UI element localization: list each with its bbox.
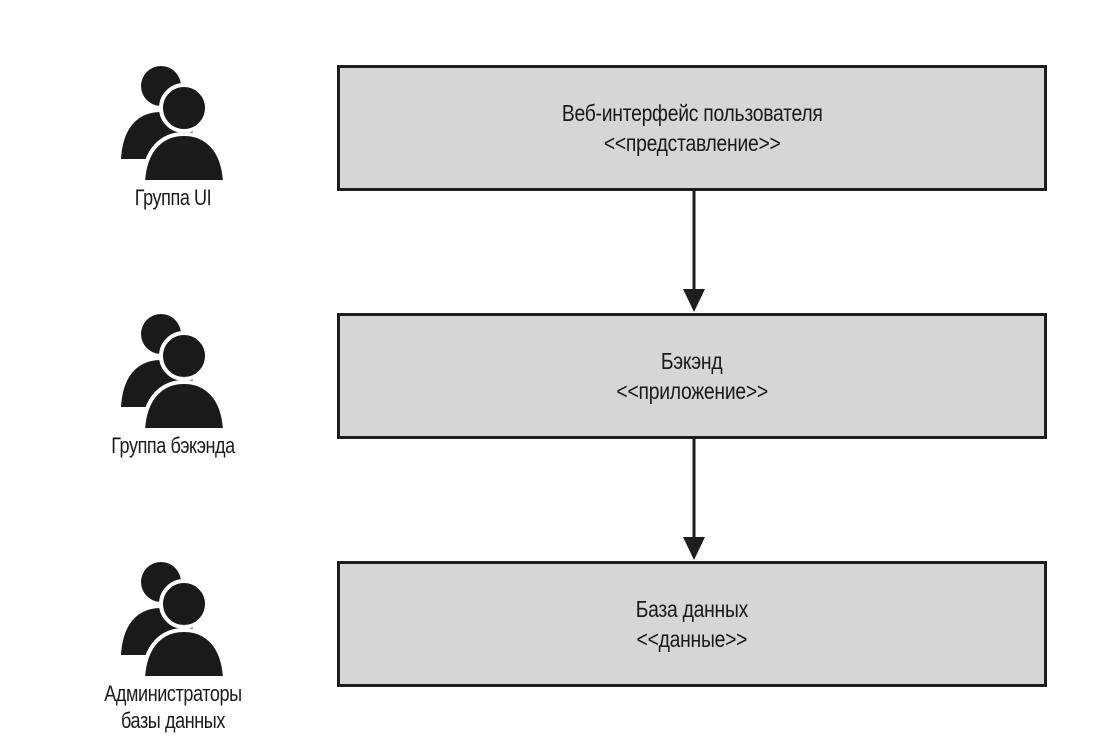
team-backend: Группа бэкэнда	[63, 312, 283, 459]
team-label: Администраторы базы данных	[83, 680, 263, 734]
team-label-line: базы данных	[121, 708, 225, 733]
people-group-icon	[121, 562, 228, 680]
layer-box-application: Бэкэнд <<приложение>>	[337, 313, 1047, 439]
layer-box-presentation: Веб-интерфейс пользователя <<представлен…	[337, 65, 1047, 191]
arrow-down-connector	[683, 439, 705, 560]
layer-name: База данных	[635, 596, 749, 622]
team-label: Группа UI	[83, 184, 263, 211]
layer-stereotype: <<данные>>	[636, 626, 748, 652]
layer-name: Веб-интерфейс пользователя	[561, 100, 823, 126]
team-dba: Администраторы базы данных	[63, 560, 283, 734]
layer-stereotype: <<приложение>>	[616, 378, 768, 404]
team-label-line: Администраторы	[104, 681, 242, 706]
team-label: Группа бэкэнда	[83, 432, 263, 459]
team-ui: Группа UI	[63, 64, 283, 211]
layer-box-data: База данных <<данные>>	[337, 561, 1047, 687]
arrow-down-connector	[683, 191, 705, 312]
layer-stereotype: <<представление>>	[603, 130, 781, 156]
team-label-line: Группа UI	[134, 185, 212, 210]
people-group-icon	[121, 66, 228, 184]
layer-name: Бэкэнд	[661, 348, 723, 374]
team-label-line: Группа бэкэнда	[111, 433, 235, 458]
people-group-icon	[121, 314, 228, 432]
